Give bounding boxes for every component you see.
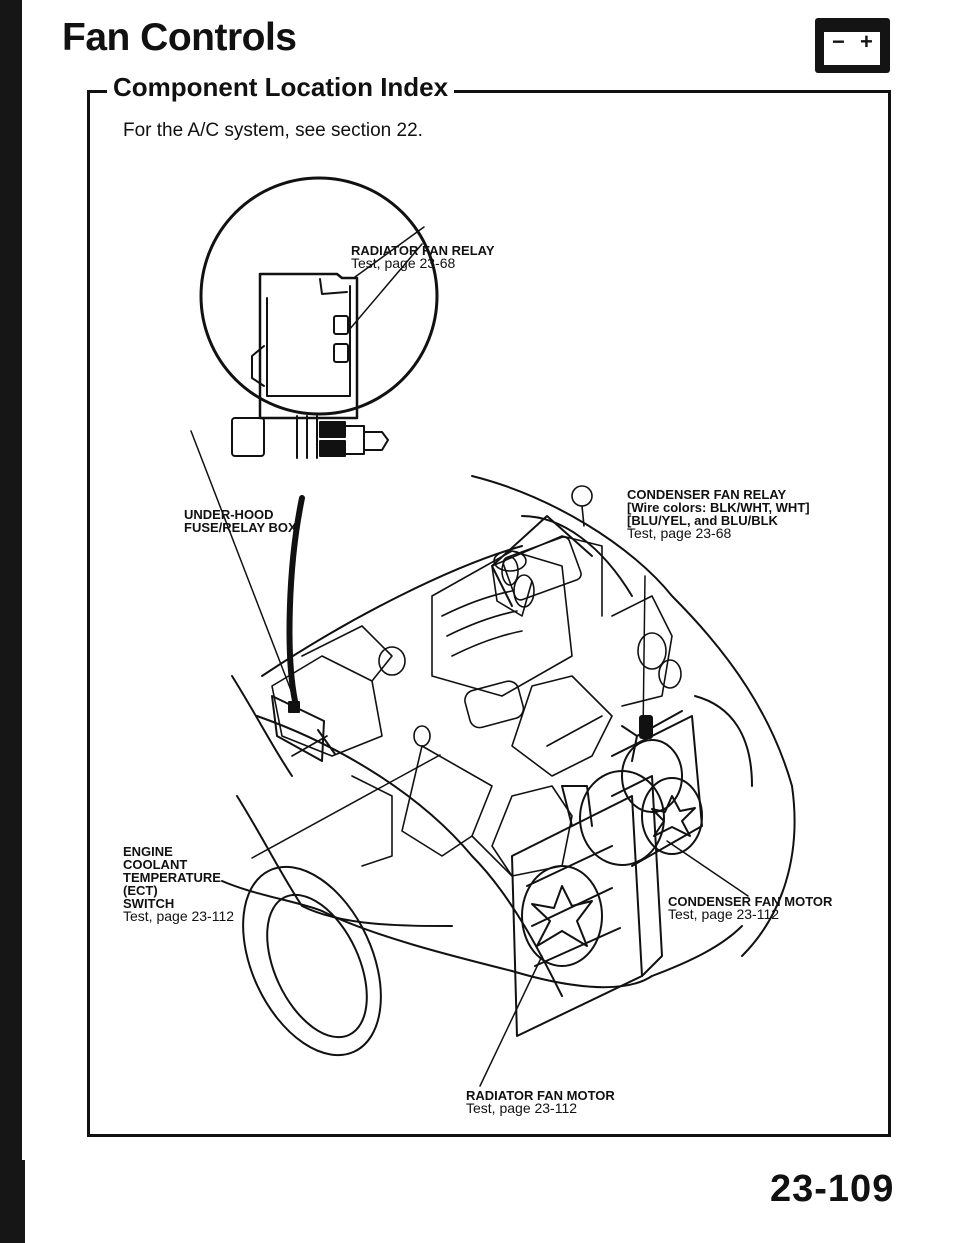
callout-condenser-fan-motor: CONDENSER FAN MOTOR Test, page 23-112	[668, 895, 832, 921]
callout-ect-line5: SWITCH	[123, 896, 175, 911]
callout-radiator-fan-relay-page: Test, page 23-68	[351, 255, 456, 271]
callout-condenser-fan-motor-page: Test, page 23-112	[668, 906, 780, 922]
battery-icon: − +	[815, 18, 890, 73]
page-title: Fan Controls	[62, 16, 297, 59]
frame-bottom-border	[87, 1134, 891, 1137]
callout-radiator-fan-motor-title: RADIATOR FAN MOTOR	[466, 1088, 615, 1103]
engine-components	[271, 485, 682, 877]
page-spine-bar	[0, 0, 22, 1243]
callout-ect-page: Test, page 23-112	[123, 908, 235, 924]
vehicle-outline	[221, 475, 796, 1057]
callout-under-hood-line2: FUSE/RELAY BOX	[184, 520, 297, 535]
battery-terminal-negative	[829, 26, 839, 32]
callout-ect-line1: ENGINE	[123, 844, 173, 859]
page-number: 23-109	[770, 1168, 895, 1210]
battery-minus-sign: −	[832, 29, 845, 54]
callout-condenser-fan-relay-page: Test, page 23-68	[627, 525, 732, 541]
relay-detail-circle	[199, 176, 439, 459]
callout-condenser-fan-relay-wire1: [Wire colors: BLK/WHT, WHT]	[627, 500, 810, 515]
frame-right-border	[888, 90, 891, 1137]
fuse-relay-box	[271, 695, 325, 762]
callout-condenser-fan-relay: CONDENSER FAN RELAY [Wire colors: BLK/WH…	[627, 488, 810, 540]
section-subtitle: Component Location Index	[107, 72, 455, 103]
battery-plus-sign: +	[860, 29, 873, 54]
callout-radiator-fan-motor-page: Test, page 23-112	[466, 1100, 578, 1116]
callout-radiator-fan-motor: RADIATOR FAN MOTOR Test, page 23-112	[466, 1089, 615, 1115]
callout-under-hood-box: UNDER-HOOD FUSE/RELAY BOX	[184, 508, 297, 534]
callout-radiator-fan-relay-title: RADIATOR FAN RELAY	[351, 243, 495, 258]
callout-ect-line2: COOLANT	[123, 857, 188, 872]
frame-top-border	[87, 90, 891, 93]
callout-condenser-fan-relay-title: CONDENSER FAN RELAY	[627, 487, 787, 502]
radiator-fans	[511, 710, 703, 1037]
engine-bay-diagram	[190, 176, 796, 1087]
callout-under-hood-line1: UNDER-HOOD	[184, 507, 274, 522]
callout-ect-line3: TEMPERATURE	[123, 870, 221, 885]
frame-left-border	[87, 90, 90, 1137]
callout-ect-line4: (ECT)	[123, 883, 158, 898]
page-spine-tail	[22, 1160, 25, 1243]
callout-condenser-fan-motor-title: CONDENSER FAN MOTOR	[668, 894, 833, 909]
callout-ect-switch: ENGINE COOLANT TEMPERATURE (ECT) SWITCH …	[123, 845, 234, 923]
callout-radiator-fan-relay: RADIATOR FAN RELAY Test, page 23-68	[351, 244, 495, 270]
intro-note: For the A/C system, see section 22.	[123, 120, 423, 141]
battery-face: − +	[824, 29, 880, 65]
callout-condenser-fan-relay-wire2: [BLU/YEL, and BLU/BLK	[627, 513, 778, 528]
battery-terminal-positive	[866, 26, 876, 32]
